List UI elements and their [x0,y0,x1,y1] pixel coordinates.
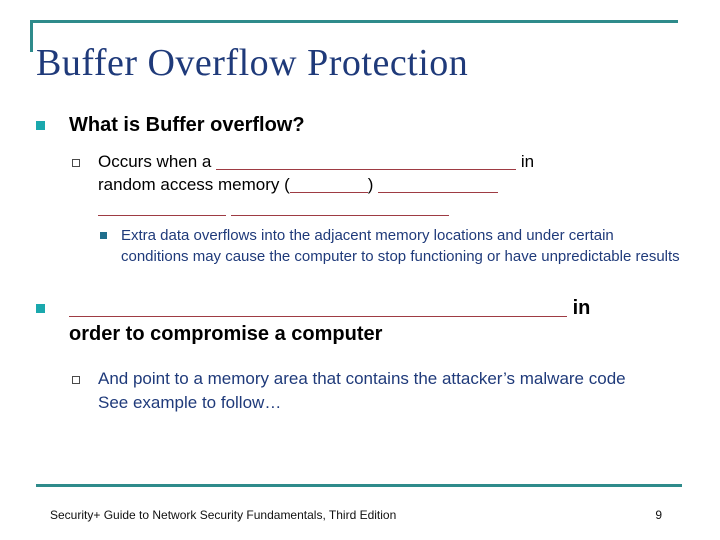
compromise-post: in [572,297,591,319]
bullet-level3-extra-data: Extra data overflows into the adjacent m… [100,225,684,267]
footer-source-label: Security+ Guide to Network Security Fund… [50,508,397,522]
bullet-level3-label: Extra data overflows into the adjacent m… [121,227,680,265]
blank-fill-3 [378,192,499,193]
blank-fill-5 [230,215,449,216]
bullet-level2-text: Occurs when a in random access memory () [98,150,684,219]
and-point-to-label: And point to a memory area that contains… [98,369,626,388]
footer: Security+ Guide to Network Security Fund… [50,508,670,522]
compromise-line2: order to compromise a computer [69,323,383,345]
blank-fill-4 [98,215,226,216]
square-bullet-icon [36,304,45,313]
footer-rule [36,484,682,487]
ram-pre: random access memory ( [98,175,290,194]
blank-fill-2 [289,192,368,193]
bullet-level2-and-point-to: And point to a memory area that contains… [72,367,684,415]
see-example-label: See example to follow… [98,393,282,412]
small-square-bullet-icon [100,232,107,239]
bullet-level1-label: What is Buffer overflow? [69,114,305,136]
bullet-level1-compromise-text: in order to compromise a computer [69,295,684,347]
blank-fill-1 [216,169,517,170]
bullet-level2-occurs-when: Occurs when a in random access memory () [72,150,684,219]
occurs-when-post: in [520,152,535,171]
hollow-square-bullet-icon [72,159,80,167]
occurs-when-pre: Occurs when a [98,152,212,171]
blank-fill-6 [69,316,567,317]
ram-mid: ) [367,175,374,194]
bullet-level1-what-is-buffer-overflow: What is Buffer overflow? [36,112,684,138]
square-bullet-icon [36,121,45,130]
footer-page-number: 9 [655,508,662,522]
hollow-square-bullet-icon [72,376,80,384]
slide-body: What is Buffer overflow? Occurs when a i… [36,112,684,417]
page-title: Buffer Overflow Protection [36,42,469,84]
bullet-level1-compromise: in order to compromise a computer [36,295,684,347]
bullet-level2-navy-text: And point to a memory area that contains… [98,367,684,415]
